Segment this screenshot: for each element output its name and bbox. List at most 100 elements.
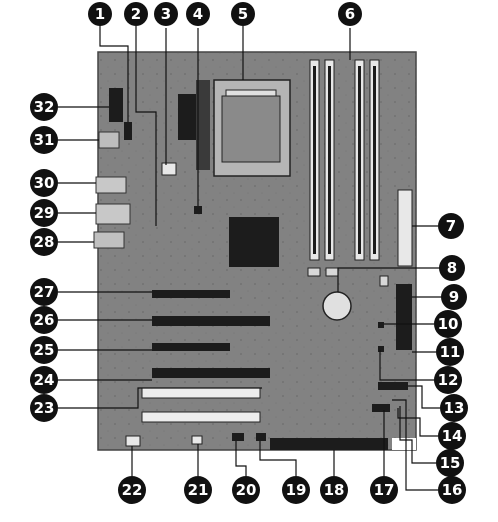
- leader-2: [135, 26, 157, 226]
- callout-14: 14: [438, 422, 466, 450]
- leader-13: [408, 385, 440, 409]
- pcie-x1-slot-lower: [152, 343, 230, 351]
- svg-text:11: 11: [440, 343, 461, 361]
- callout-18: 18: [320, 476, 348, 504]
- expansion-slots: [141, 290, 270, 423]
- usb-ports-lower: [95, 203, 131, 225]
- leader-16: [392, 399, 438, 491]
- usb-ports-upper: [95, 176, 127, 194]
- jumper-12: [378, 346, 384, 352]
- pcie-x16-slot-upper: [152, 316, 270, 326]
- callout-5: 5: [231, 2, 255, 26]
- firewire-connector: [124, 122, 132, 140]
- front-audio-header: [125, 435, 141, 447]
- callout-4: 4: [186, 2, 210, 26]
- leader-8: [337, 267, 440, 292]
- svg-text:4: 4: [193, 5, 203, 23]
- callout-21: 21: [184, 476, 212, 504]
- svg-text:23: 23: [34, 399, 55, 417]
- cpu-socket-load-plate: [221, 95, 281, 163]
- svg-text:22: 22: [122, 481, 143, 499]
- fan-header-cpu: [194, 206, 202, 214]
- front-panel-header: [372, 404, 390, 412]
- svg-text:18: 18: [324, 481, 345, 499]
- callout-8: 8: [439, 255, 465, 281]
- pci-slot-upper: [141, 387, 261, 399]
- svg-text:7: 7: [446, 217, 456, 235]
- callout-2: 2: [124, 2, 148, 26]
- callout-12: 12: [434, 366, 462, 394]
- callout-19: 19: [282, 476, 310, 504]
- usb-header-b: [256, 433, 266, 441]
- header-a: [307, 267, 321, 277]
- callout-13: 13: [440, 394, 468, 422]
- svg-text:12: 12: [438, 371, 459, 389]
- svg-text:3: 3: [161, 5, 171, 23]
- leader-20: [235, 441, 247, 476]
- callout-6: 6: [338, 2, 362, 26]
- sata-connectors-bottom: [270, 438, 388, 450]
- leader-1: [99, 24, 129, 122]
- pcie-x16-slot-lower: [152, 368, 270, 378]
- speaker-header: [191, 435, 203, 445]
- callout-9: 9: [441, 284, 467, 310]
- callout-32: 32: [30, 93, 58, 121]
- callout-25: 25: [30, 336, 58, 364]
- svg-text:28: 28: [34, 233, 55, 251]
- cpu-area: [161, 79, 291, 267]
- callout-23: 23: [30, 394, 58, 422]
- callout-1: 1: [88, 2, 112, 26]
- callout-badges: 1 2 3 4 5 6 7 8 9 10 11 12 13 14 15 16 1…: [30, 2, 468, 504]
- leader-23: [58, 387, 262, 409]
- callout-11: 11: [436, 338, 464, 366]
- svg-text:15: 15: [440, 454, 461, 472]
- header-c: [379, 275, 389, 287]
- svg-text:14: 14: [442, 427, 463, 445]
- callout-29: 29: [30, 199, 58, 227]
- cpu-socket-lever: [225, 89, 277, 97]
- audio-io-connector: [109, 88, 123, 122]
- svg-text:6: 6: [345, 5, 355, 23]
- svg-text:9: 9: [449, 288, 459, 306]
- callout-31: 31: [30, 126, 58, 154]
- svg-text:31: 31: [34, 131, 55, 149]
- svg-text:5: 5: [238, 5, 248, 23]
- callout-27: 27: [30, 278, 58, 306]
- svg-text:19: 19: [286, 481, 307, 499]
- svg-text:20: 20: [236, 481, 257, 499]
- svg-text:32: 32: [34, 98, 55, 116]
- svg-text:21: 21: [188, 481, 209, 499]
- callout-24: 24: [30, 366, 58, 394]
- header-b: [325, 267, 339, 277]
- svg-text:16: 16: [442, 481, 463, 499]
- aux-power-connector: [161, 162, 177, 176]
- svg-text:10: 10: [438, 315, 459, 333]
- leader-15: [399, 406, 436, 464]
- main-power-connector: [397, 189, 413, 267]
- svg-text:1: 1: [95, 5, 105, 23]
- svg-text:24: 24: [34, 371, 55, 389]
- svg-text:29: 29: [34, 204, 55, 222]
- vrm-heatsink-left: [178, 94, 196, 140]
- svg-text:26: 26: [34, 311, 55, 329]
- leader-lines: [58, 24, 442, 491]
- callout-10: 10: [434, 310, 462, 338]
- callout-17: 17: [370, 476, 398, 504]
- usb-header-a: [232, 433, 244, 441]
- chipset: [229, 217, 279, 267]
- vrm-components: [196, 80, 210, 170]
- callout-26: 26: [30, 306, 58, 334]
- jumper-10: [378, 322, 384, 328]
- bottom-connectors: [125, 382, 408, 450]
- callout-16: 16: [438, 476, 466, 504]
- callout-20: 20: [232, 476, 260, 504]
- callout-7: 7: [438, 213, 464, 239]
- sata-connectors-vertical: [396, 284, 412, 350]
- memory-slots: [309, 59, 380, 261]
- callout-28: 28: [30, 228, 58, 256]
- svg-text:8: 8: [447, 259, 457, 277]
- svg-text:27: 27: [34, 283, 55, 301]
- svg-text:13: 13: [444, 399, 465, 417]
- callout-3: 3: [154, 2, 178, 26]
